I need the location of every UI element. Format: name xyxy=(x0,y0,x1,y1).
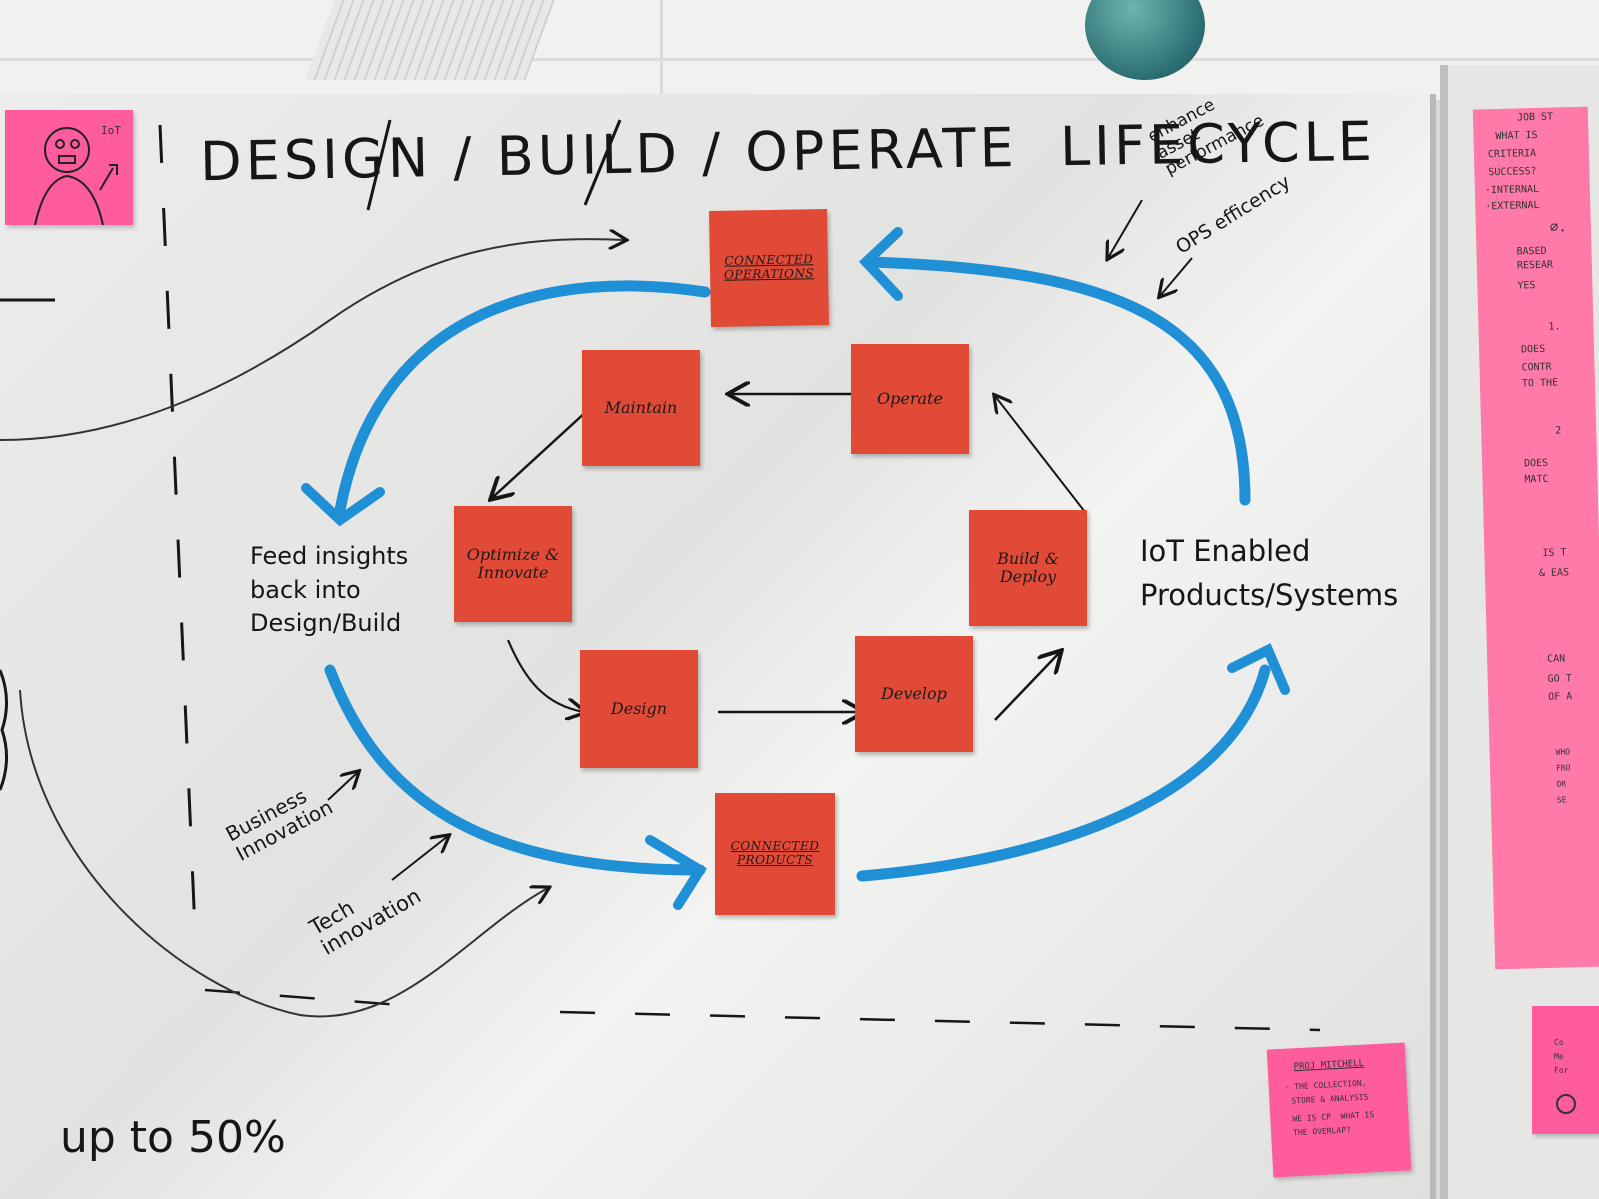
right-note-line: TO THE xyxy=(1521,377,1559,390)
right-note-line: JOB ST xyxy=(1516,111,1554,124)
arrow-maintain-to-optimize xyxy=(492,409,589,498)
left-curve-top xyxy=(0,239,625,441)
sticky-maintain: Maintain xyxy=(582,350,700,466)
sticky-optimize-innovate: Optimize & Innovate xyxy=(454,506,572,622)
doodle-sticky: IoT xyxy=(5,110,133,225)
blue-arrow-top-left xyxy=(334,280,711,516)
right-pink-note: JOB ST WHAT IS CRITERIA SUCCESS? ·INTERN… xyxy=(1472,106,1599,970)
right-note-line: DOES xyxy=(1520,343,1546,356)
sticky-connected-operations: CONNECTED OPERATIONS xyxy=(708,208,830,328)
right-note-line: MATC xyxy=(1524,473,1549,486)
sticky-connected-products: CONNECTED PRODUCTS xyxy=(715,793,835,915)
right-note-line: OF A xyxy=(1548,691,1573,703)
up-to-50-note: up to 50% xyxy=(60,1112,286,1163)
right-note-line: 2 xyxy=(1555,425,1562,437)
bottom-right-note-line: Me xyxy=(1554,1052,1564,1061)
right-note-line: SE xyxy=(1556,795,1567,805)
arrow-ops xyxy=(1160,257,1193,296)
sticky-operate: Operate xyxy=(851,344,969,454)
bottom-note-line: STORE & ANALYSIS xyxy=(1291,1092,1369,1106)
right-note-line: FRO xyxy=(1555,763,1571,773)
right-note-line: IS T xyxy=(1542,547,1567,559)
bottom-right-note-line: For xyxy=(1554,1066,1569,1075)
blue-arrowhead-right xyxy=(1227,643,1290,695)
right-note-line: OR xyxy=(1556,779,1567,789)
feed-insights-note: Feed insights back into Design/Build xyxy=(250,542,409,638)
arrow-optimize-to-design xyxy=(506,639,584,712)
right-note-line: YES xyxy=(1517,280,1536,292)
arrow-business xyxy=(327,772,358,801)
title-slashes xyxy=(366,119,622,211)
right-note-line: CONTR xyxy=(1521,361,1552,374)
right-note-line: CAN xyxy=(1547,653,1566,665)
right-note-line: DOES xyxy=(1523,457,1549,470)
arrow-enhance xyxy=(1108,199,1143,258)
sticky-design: Design xyxy=(580,650,698,768)
sticky-develop: Develop xyxy=(855,636,973,752)
right-note-line: SUCCESS? xyxy=(1488,166,1537,179)
blue-arrowhead-bottom xyxy=(645,835,707,910)
right-note-line: ∅. xyxy=(1549,219,1567,236)
right-note-line: RESEAR xyxy=(1516,259,1554,272)
left-bracket xyxy=(0,669,8,791)
arrow-build-to-operate xyxy=(995,396,1086,513)
right-note-line: WHO xyxy=(1555,747,1571,757)
arrow-develop-to-build xyxy=(994,652,1060,721)
person-doodle-icon xyxy=(34,127,118,225)
right-note-line: BASED xyxy=(1516,245,1547,258)
right-note-line: ·EXTERNAL xyxy=(1485,199,1540,213)
blue-arrow-top-right xyxy=(864,256,1251,506)
blue-arrow-bottom-right xyxy=(856,664,1271,882)
left-curve-bottom xyxy=(19,689,548,1018)
bottom-pink-note: PROJ MITCHELL · THE COLLECTION, STORE & … xyxy=(1266,1042,1412,1178)
bottom-note-line: WE IS CP WHAT IS xyxy=(1292,1110,1375,1124)
right-note-line: & EAS xyxy=(1538,567,1570,580)
right-note-line: GO T xyxy=(1547,673,1572,685)
ceiling xyxy=(0,0,1599,100)
bottom-right-note-line: Co xyxy=(1554,1038,1564,1047)
iot-enabled-note: IoT Enabled Products/Systems xyxy=(1140,534,1399,612)
bottom-note-line: · THE COLLECTION, xyxy=(1284,1078,1367,1092)
right-note-line: 1. xyxy=(1548,321,1561,333)
sticky-build-deploy: Build & Deploy xyxy=(969,510,1087,626)
blue-arrowhead-top xyxy=(858,227,903,301)
right-note-line: CRITERIA xyxy=(1487,148,1537,161)
blue-arrow-bottom-left xyxy=(324,664,706,876)
iot-label: IoT xyxy=(101,124,121,137)
arrow-tech xyxy=(391,836,448,881)
dashed-divider xyxy=(158,124,197,931)
right-note-line: WHAT IS xyxy=(1495,129,1538,143)
blue-arrowhead-left xyxy=(301,483,385,527)
right-note-line: ·INTERNAL xyxy=(1484,183,1540,197)
bottom-note-line: PROJ MITCHELL xyxy=(1293,1058,1365,1073)
bottom-dashed-line xyxy=(204,988,1321,1032)
bottom-right-pink-note: Co Me For xyxy=(1532,1006,1599,1134)
bottom-note-line: THE OVERLAP? xyxy=(1292,1125,1352,1138)
person-icon xyxy=(1556,1094,1576,1114)
ceiling-grid-line xyxy=(0,58,1599,61)
ceiling-grid-line xyxy=(660,0,663,100)
